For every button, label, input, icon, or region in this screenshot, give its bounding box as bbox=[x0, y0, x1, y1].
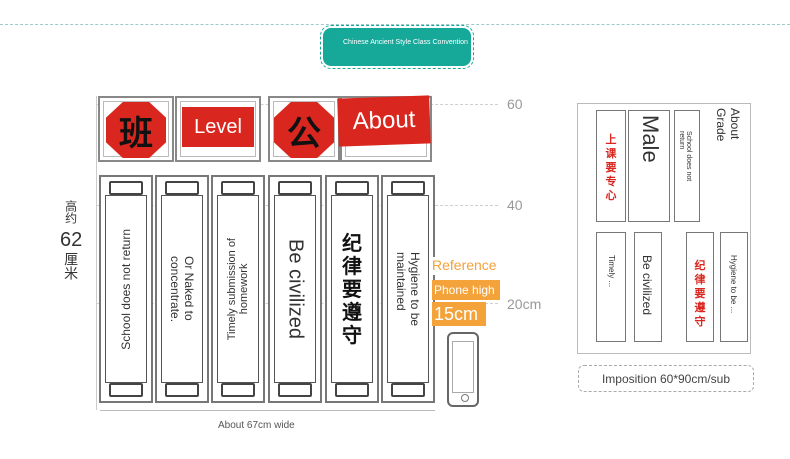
ruler-mark-60: 60 bbox=[507, 96, 523, 112]
preview-cell-8-text: Hygiene to be ... bbox=[729, 255, 738, 314]
phone-icon bbox=[447, 332, 479, 407]
panel-6: Hygiene to be maintained bbox=[381, 175, 435, 403]
top-divider bbox=[0, 24, 790, 25]
preview-cell-6-text: Be civilized bbox=[640, 255, 654, 316]
preview-cell-4: About Grade bbox=[712, 104, 748, 216]
height-unit: 厘米 bbox=[63, 252, 80, 280]
panel-2: Or Naked to concentrate. bbox=[155, 175, 209, 403]
panel-1-text: School does not return bbox=[119, 228, 133, 350]
width-label: About 67cm wide bbox=[218, 420, 295, 431]
preview-cell-8: Hygiene to be ... bbox=[720, 232, 748, 342]
preview-cell-7: 纪 律 要 遵 守 bbox=[686, 232, 714, 342]
preview-cell-5-text: Timely ... bbox=[607, 255, 616, 288]
height-value: 62 bbox=[60, 229, 83, 251]
panel-5-text: 纪 律 要 遵 守 bbox=[342, 230, 362, 347]
title-badge: Chinese Ancient Style Class Convention bbox=[320, 25, 474, 69]
sign-char-1: 班 bbox=[106, 102, 166, 158]
panel-3-text: Timely submission of homework bbox=[226, 237, 250, 341]
ruler-mark-20: 20cm bbox=[507, 296, 542, 312]
preview-cell-7-text: 纪 律 要 遵 守 bbox=[694, 260, 706, 328]
preview-cell-5: Timely ... bbox=[596, 232, 626, 342]
reference-size: 15cm bbox=[432, 302, 486, 326]
preview-cell-3-text: School does not return bbox=[678, 131, 692, 182]
preview-cell-3: School does not return bbox=[674, 110, 700, 222]
panel-1: School does not return bbox=[99, 175, 153, 403]
panel-5: 纪 律 要 遵 守 bbox=[325, 175, 379, 403]
preview-cell-6: Be civilized bbox=[634, 232, 662, 342]
panel-4-text: Be civilized bbox=[284, 238, 307, 340]
preview-cell-1-text: 上 课 要 专 心 bbox=[605, 134, 617, 202]
preview-cell-2-text: Male bbox=[638, 115, 663, 163]
width-line bbox=[100, 410, 435, 411]
preview-sheet: 上 课 要 专 心 Male School does not return Ab… bbox=[577, 103, 751, 354]
ruler-mark-40: 40 bbox=[507, 197, 523, 213]
reference-label: Reference bbox=[432, 257, 502, 275]
panel-2-text: Or Naked to concentrate. bbox=[168, 255, 196, 323]
height-prefix: 高约 bbox=[63, 200, 78, 224]
height-line bbox=[96, 96, 97, 410]
sign-word-1: Level bbox=[182, 107, 254, 147]
reference-phone: Phone high bbox=[432, 280, 500, 300]
height-label: 高约 62 厘米 bbox=[60, 200, 82, 285]
panel-4: Be civilized bbox=[268, 175, 322, 403]
preview-cell-1: 上 课 要 专 心 bbox=[596, 110, 626, 222]
preview-cell-2: Male bbox=[628, 110, 670, 222]
preview-cell-4-text: About Grade bbox=[714, 108, 742, 142]
imposition-label: Imposition 60*90cm/sub bbox=[578, 365, 754, 392]
sign-word-2: About bbox=[337, 95, 431, 147]
page-title: Chinese Ancient Style Class Convention bbox=[343, 39, 468, 46]
panel-6-text: Hygiene to be maintained bbox=[394, 251, 422, 327]
sign-char-2: 公 bbox=[274, 102, 334, 158]
panel-3: Timely submission of homework bbox=[211, 175, 265, 403]
